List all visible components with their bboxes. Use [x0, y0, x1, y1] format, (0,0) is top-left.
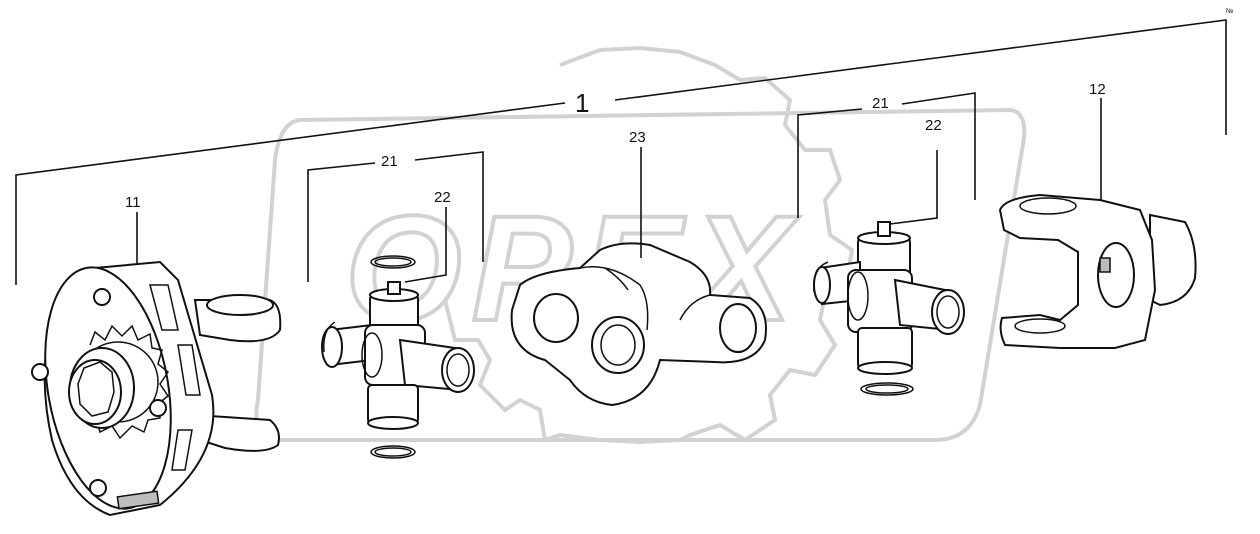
- circlip-right-parts: [813, 261, 914, 396]
- callout-1: 1: [575, 88, 589, 118]
- watermark-gear-icon: [443, 45, 855, 445]
- yoke-right-part: [998, 193, 1197, 349]
- callout-22-right: 22: [925, 117, 942, 134]
- cross-right-part: [813, 221, 965, 375]
- assembly-leader: [15, 19, 1227, 285]
- flange-yoke-part: [31, 260, 282, 517]
- callout-11: 11: [125, 194, 141, 211]
- callout-22-left: 22: [434, 189, 451, 206]
- corner-code: №: [1226, 8, 1234, 15]
- callout-12: 12: [1089, 81, 1106, 98]
- watermark-shield: [254, 107, 1027, 442]
- callout-21-left: 21: [381, 153, 398, 170]
- center-housing-part: [510, 242, 767, 407]
- circlip-left-parts: [322, 255, 416, 459]
- cross-left-part: [321, 281, 475, 430]
- callout-23: 23: [629, 129, 646, 146]
- callout-21-right: 21: [872, 95, 889, 112]
